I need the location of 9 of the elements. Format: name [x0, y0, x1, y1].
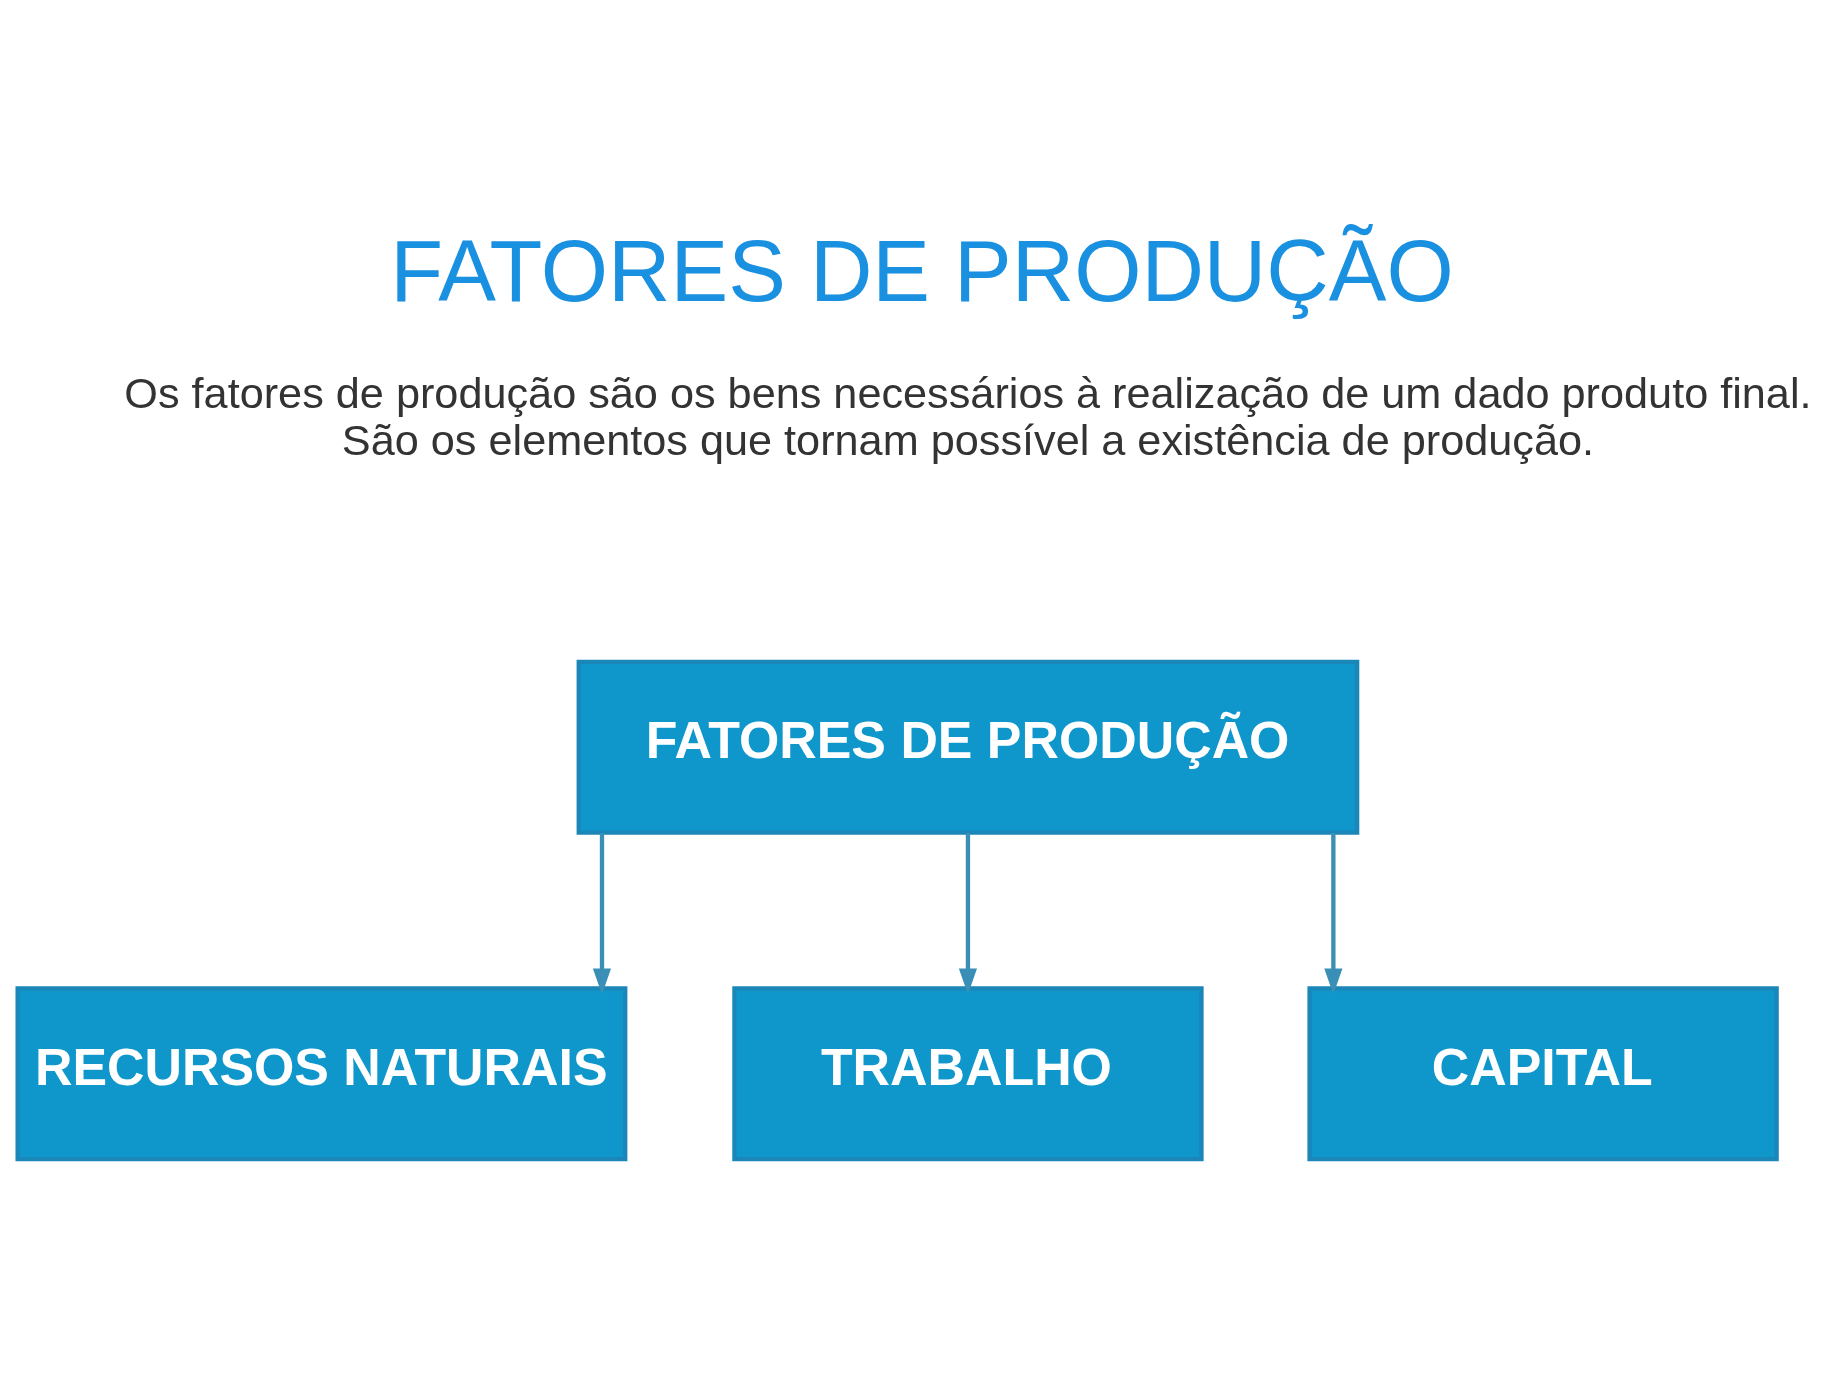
- node-box: CAPITAL: [1306, 986, 1779, 1162]
- node-box: RECURSOS NATURAIS: [15, 986, 627, 1162]
- arrow: [958, 833, 977, 995]
- arrow: [592, 833, 611, 995]
- diagram-title: FATORES DE PRODUÇÃO: [389, 222, 1454, 319]
- node-box: TRABALHO: [731, 986, 1204, 1162]
- arrow: [1323, 833, 1342, 995]
- node-box: FATORES DE PRODUÇÃO: [576, 659, 1359, 835]
- label: Os fatores de produção são os bens necessários à realização de um dado produto final. São os elementos que tornam possível a existência de produção.: [123, 368, 1812, 465]
